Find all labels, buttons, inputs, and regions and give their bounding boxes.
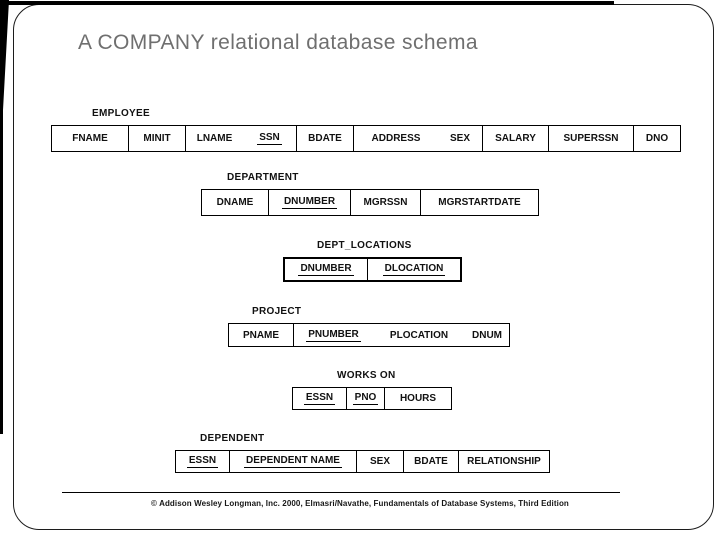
attribute-cell-sex: SEX <box>438 126 482 151</box>
attribute-cell-salary: SALARY <box>482 126 548 151</box>
copyright-text: © Addison Wesley Longman, Inc. 2000, Elm… <box>151 499 569 508</box>
attribute-label: RELATIONSHIP <box>467 456 541 467</box>
relation-dependent: DEPENDENT ESSN DEPENDENT NAME SEX BDATE RELAT… <box>175 433 550 473</box>
attribute-cell-essn: ESSN <box>293 388 346 409</box>
attribute-label: ESSN <box>186 455 219 468</box>
attribute-label: SALARY <box>495 133 536 144</box>
relation-name-department: DEPARTMENT <box>227 172 299 183</box>
attribute-cell-bdate: BDATE <box>403 451 458 472</box>
attribute-cell-ssn: SSN <box>243 126 296 151</box>
relation-row-department: DNAME DNUMBER MGRSSN MGRSTARTDATE <box>201 189 539 216</box>
attribute-label: DNO <box>645 133 669 144</box>
relation-row-works_on: ESSN PNO HOURS <box>292 387 452 410</box>
relation-department: DEPARTMENT DNAME DNUMBER MGRSSN MGRSTARTDATE <box>201 172 539 216</box>
attribute-label: PLOCATION <box>389 329 449 341</box>
attribute-cell-superssn: SUPERSSN <box>548 126 633 151</box>
attribute-cell-address: ADDRESS <box>353 126 438 151</box>
attribute-label: DNUM <box>472 329 502 341</box>
attribute-label: DNUMBER <box>298 263 354 276</box>
attribute-label: PNAME <box>242 329 280 341</box>
relation-name-dept_locations: DEPT_LOCATIONS <box>317 240 412 251</box>
attribute-cell-dnumber: DNUMBER <box>268 190 350 215</box>
attribute-label: ADDRESS <box>371 133 421 144</box>
attribute-label: SSN <box>257 132 282 145</box>
attribute-label: PNUMBER <box>306 328 361 342</box>
attribute-cell-dependent-name: DEPENDENT NAME <box>229 451 356 472</box>
attribute-label: DNAME <box>216 197 254 208</box>
left-edge-bar <box>0 0 9 434</box>
attribute-label: DNUMBER <box>281 196 338 209</box>
attribute-label: DEPENDENT NAME <box>244 455 342 468</box>
attribute-label: FNAME <box>72 133 108 144</box>
attribute-cell-dlocation: DLOCATION <box>367 259 460 280</box>
relation-row-project: PNAME PNUMBER PLOCATION DNUM <box>228 323 510 347</box>
attribute-cell-mgrstartdate: MGRSTARTDATE <box>420 190 538 215</box>
attribute-cell-minit: MINIT <box>128 126 185 151</box>
attribute-cell-pnumber: PNUMBER <box>293 324 373 346</box>
attribute-cell-relationship: RELATIONSHIP <box>458 451 549 472</box>
relation-row-employee: FNAME MINIT LNAME SSN BDATE ADDRESS SEX SALARY S… <box>51 125 681 152</box>
attribute-label: MINIT <box>143 133 171 144</box>
slide-title: A COMPANY relational database schema <box>78 31 478 54</box>
footer-divider <box>62 492 620 493</box>
relation-row-dependent: ESSN DEPENDENT NAME SEX BDATE RELATIONSHIP <box>175 450 550 473</box>
attribute-label: SEX <box>449 133 470 144</box>
attribute-cell-plocation: PLOCATION <box>373 324 465 346</box>
relation-name-dependent: DEPENDENT <box>200 433 265 444</box>
top-edge-bar <box>0 1 614 5</box>
relation-name-works_on: WORKS ON <box>337 370 396 381</box>
relation-project: PROJECT PNAME PNUMBER PLOCATION DNUM <box>228 306 510 347</box>
attribute-cell-bdate: BDATE <box>296 126 353 151</box>
attribute-cell-lname: LNAME <box>185 126 243 151</box>
attribute-label: PNO <box>352 392 379 405</box>
attribute-label: BDATE <box>414 456 448 467</box>
attribute-label: SUPERSSN <box>563 133 619 144</box>
attribute-cell-dnumber: DNUMBER <box>285 259 367 280</box>
attribute-label: HOURS <box>399 393 437 404</box>
attribute-label: BDATE <box>308 133 342 144</box>
attribute-label: ESSN <box>303 392 336 405</box>
attribute-label: SEX <box>369 456 390 467</box>
relation-dept_locations: DEPT_LOCATIONS DNUMBER DLOCATION <box>283 240 462 282</box>
attribute-label: MGRSSN <box>363 197 408 208</box>
attribute-cell-sex: SEX <box>356 451 403 472</box>
attribute-cell-fname: FNAME <box>52 126 128 151</box>
relation-name-project: PROJECT <box>252 306 302 317</box>
attribute-cell-dnum: DNUM <box>465 324 509 346</box>
attribute-cell-dname: DNAME <box>202 190 268 215</box>
attribute-cell-dno: DNO <box>633 126 680 151</box>
attribute-label: MGRSTARTDATE <box>438 197 521 208</box>
attribute-cell-pno: PNO <box>346 388 384 409</box>
attribute-cell-pname: PNAME <box>229 324 293 346</box>
attribute-label: LNAME <box>196 133 233 144</box>
attribute-cell-essn: ESSN <box>176 451 229 472</box>
attribute-label: DLOCATION <box>382 263 446 276</box>
relation-name-employee: EMPLOYEE <box>92 108 150 119</box>
attribute-cell-mgrssn: MGRSSN <box>350 190 420 215</box>
relation-employee: EMPLOYEE FNAME MINIT LNAME SSN BDATE ADDRESS SE… <box>51 108 681 152</box>
relation-row-dept_locations: DNUMBER DLOCATION <box>283 257 462 282</box>
attribute-cell-hours: HOURS <box>384 388 451 409</box>
